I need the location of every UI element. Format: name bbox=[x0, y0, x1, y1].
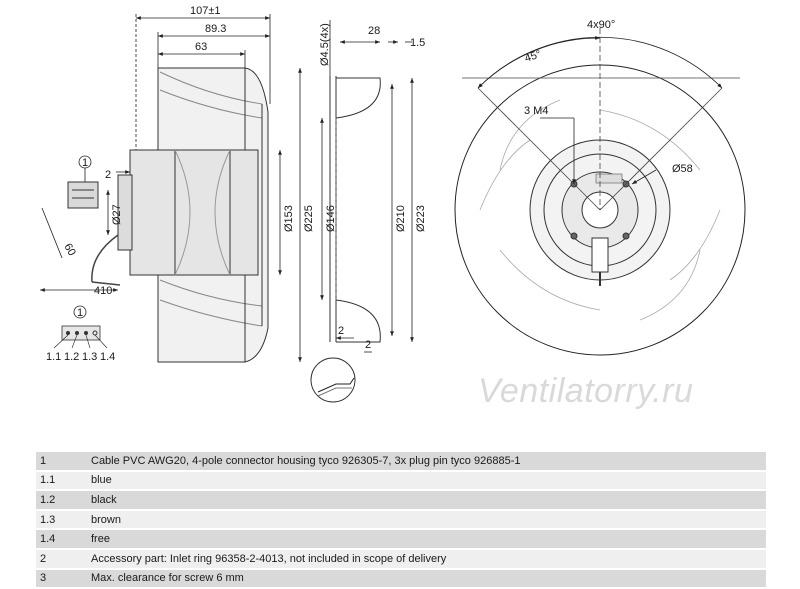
legend-number: 2 bbox=[36, 548, 87, 570]
dim-dia-58: Ø58 bbox=[672, 163, 693, 175]
dim-width-89: 89.3 bbox=[205, 23, 226, 35]
fan-side-view bbox=[67, 67, 269, 363]
pin-1-3-label: 1.3 bbox=[82, 351, 97, 363]
inlet-ring-dimensions bbox=[320, 20, 414, 353]
legend-description: Max. clearance for screw 6 mm bbox=[87, 568, 766, 589]
legend-number: 1.4 bbox=[36, 529, 87, 550]
dim-dia-27: Ø27 bbox=[111, 204, 123, 225]
technical-drawing: 107±1 89.3 63 2 Ø27 60 410 Ø153 Ø225 1 1… bbox=[40, 5, 746, 403]
legend-number: 1.1 bbox=[36, 470, 87, 492]
table-row: 1 Cable PVC AWG20, 4-pole connector hous… bbox=[36, 452, 766, 472]
dim-hole-diameter: Ø4.5(4x) bbox=[319, 23, 331, 66]
legend-number: 1.3 bbox=[36, 509, 87, 531]
dim-angle-45: 45° bbox=[523, 48, 543, 65]
callout-connector-label: 1 bbox=[77, 307, 83, 319]
legend-number: 1.2 bbox=[36, 490, 87, 511]
dim-angle-4x90: 4x90° bbox=[587, 19, 615, 31]
dim-1-5: 1.5 bbox=[410, 37, 425, 49]
front-view-dimensions bbox=[462, 28, 740, 211]
table-row: 1.3 brown bbox=[36, 509, 766, 531]
dim-dia-223: Ø223 bbox=[415, 205, 427, 232]
legend-description: black bbox=[87, 490, 766, 511]
pin-1-1-label: 1.1 bbox=[46, 351, 61, 363]
dim-60: 60 bbox=[61, 242, 78, 259]
table-row: 2 Accessory part: Inlet ring 96358-2-401… bbox=[36, 548, 766, 570]
dim-dia-153: Ø153 bbox=[283, 205, 295, 232]
dim-dia-210: Ø210 bbox=[395, 205, 407, 232]
dim-thread-m4: 3 M4 bbox=[524, 105, 548, 117]
dim-410: 410 bbox=[94, 285, 112, 297]
table-row: 3 Max. clearance for screw 6 mm bbox=[36, 568, 766, 589]
dim-width-63: 63 bbox=[195, 41, 207, 53]
dim-2-left: 2 bbox=[105, 169, 111, 181]
legend-number: 3 bbox=[36, 568, 87, 589]
table-row: 1.2 black bbox=[36, 490, 766, 511]
legend-table: 1 Cable PVC AWG20, 4-pole connector hous… bbox=[36, 452, 766, 589]
callout-cable-label: 1 bbox=[82, 157, 88, 169]
watermark: Ventilatorry.ru bbox=[478, 372, 694, 410]
pin-1-4-label: 1.4 bbox=[100, 351, 115, 363]
legend-number: 1 bbox=[36, 452, 87, 472]
dim-dia-225: Ø225 bbox=[303, 205, 315, 232]
dim-total-width: 107±1 bbox=[190, 5, 221, 17]
legend-description: blue bbox=[87, 470, 766, 492]
dim-2-b: 2 bbox=[365, 339, 371, 351]
side-view-dimensions bbox=[40, 14, 302, 362]
legend-description: Cable PVC AWG20, 4-pole connector housin… bbox=[87, 452, 766, 472]
connector-pin-detail: 1 bbox=[53, 305, 108, 349]
callout-cable: 1 bbox=[78, 155, 92, 182]
inlet-ring-section bbox=[310, 76, 381, 403]
dim-2-a: 2 bbox=[338, 325, 344, 337]
dim-dia-146: Ø146 bbox=[325, 205, 337, 232]
pin-1-2-label: 1.2 bbox=[64, 351, 79, 363]
legend-description: free bbox=[87, 529, 766, 550]
table-row: 1.4 free bbox=[36, 529, 766, 550]
table-row: 1.1 blue bbox=[36, 470, 766, 492]
dim-28: 28 bbox=[368, 25, 380, 37]
legend-description: brown bbox=[87, 509, 766, 531]
legend-description: Accessory part: Inlet ring 96358-2-4013,… bbox=[87, 548, 766, 570]
